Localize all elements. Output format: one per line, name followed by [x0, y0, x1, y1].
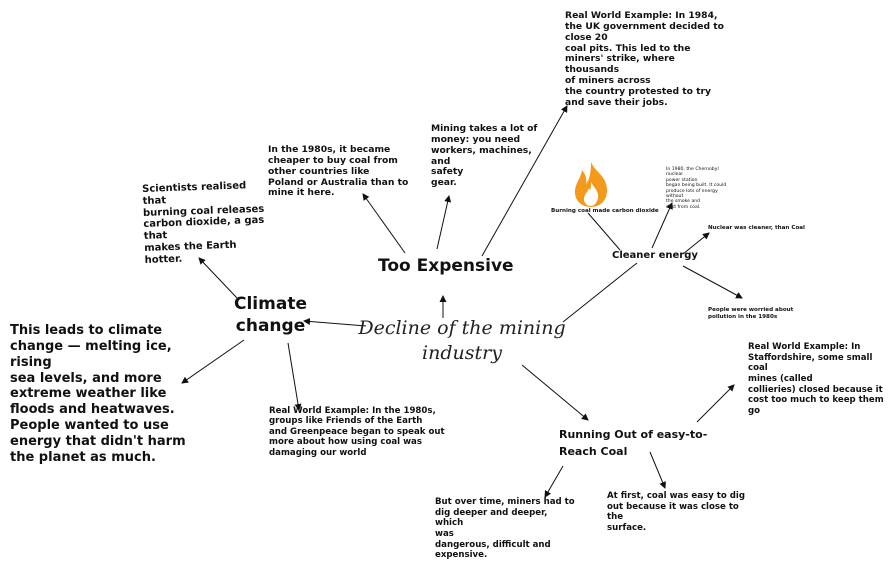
link-cc-scientists [198, 257, 238, 299]
link-ce-fire [587, 212, 621, 251]
note-climate-effects: This leads to climate change — melting i… [10, 323, 186, 465]
branch-running-out: Running Out of easy-to- Reach Coal [559, 428, 708, 458]
link-center-running [521, 364, 589, 421]
link-ce-pollution [682, 265, 743, 299]
note-tiny: In 1980, the Chernobyl nuclear power sta… [666, 167, 727, 210]
center-node: Decline of the mining industry [358, 317, 566, 364]
link-ro-dig [544, 465, 564, 498]
fire-icon [574, 162, 607, 207]
branch-too-expensive: Too Expensive [378, 256, 514, 276]
branch-cleaner-energy: Cleaner energy [612, 250, 698, 261]
link-ro-staffs [696, 384, 735, 423]
note-easy-to-dig: At first, coal was easy to dig out becau… [607, 491, 746, 533]
note-dig-deeper: But over time, miners had to dig deeper … [435, 497, 575, 561]
branch-climate-change: Climate change [234, 294, 307, 337]
link-ce-tiny [651, 202, 673, 249]
note-uk-1984: Real World Example: In 1984, the UK gove… [565, 10, 724, 108]
note-nuclear: Nuclear was cleaner, than Coal [708, 225, 805, 231]
note-staffordshire: Real World Example: In Staffordshire, so… [748, 342, 884, 416]
note-burning-coal: Burning coal made carbon dioxide [551, 208, 659, 214]
note-groups-1980s: Real World Example: In the 1980s, groups… [269, 406, 445, 458]
note-scientists: Scientists realised that burning coal re… [142, 180, 265, 266]
note-cheaper-coal: In the 1980s, it became cheaper to buy c… [268, 144, 409, 199]
note-mining-money: Mining takes a lot of money: you need wo… [431, 123, 538, 189]
note-pollution: People were worried about pollution in t… [708, 307, 794, 320]
link-cc-groups [287, 342, 302, 411]
link-ro-easy [649, 451, 666, 489]
link-te-mining [436, 195, 452, 250]
link-cc-effects [181, 339, 245, 384]
link-center-climate [303, 317, 367, 327]
link-ce-nuclear [682, 232, 710, 255]
link-te-cheaper [362, 193, 406, 254]
link-center-cleaner [562, 262, 638, 323]
link-te-uk [481, 105, 568, 257]
